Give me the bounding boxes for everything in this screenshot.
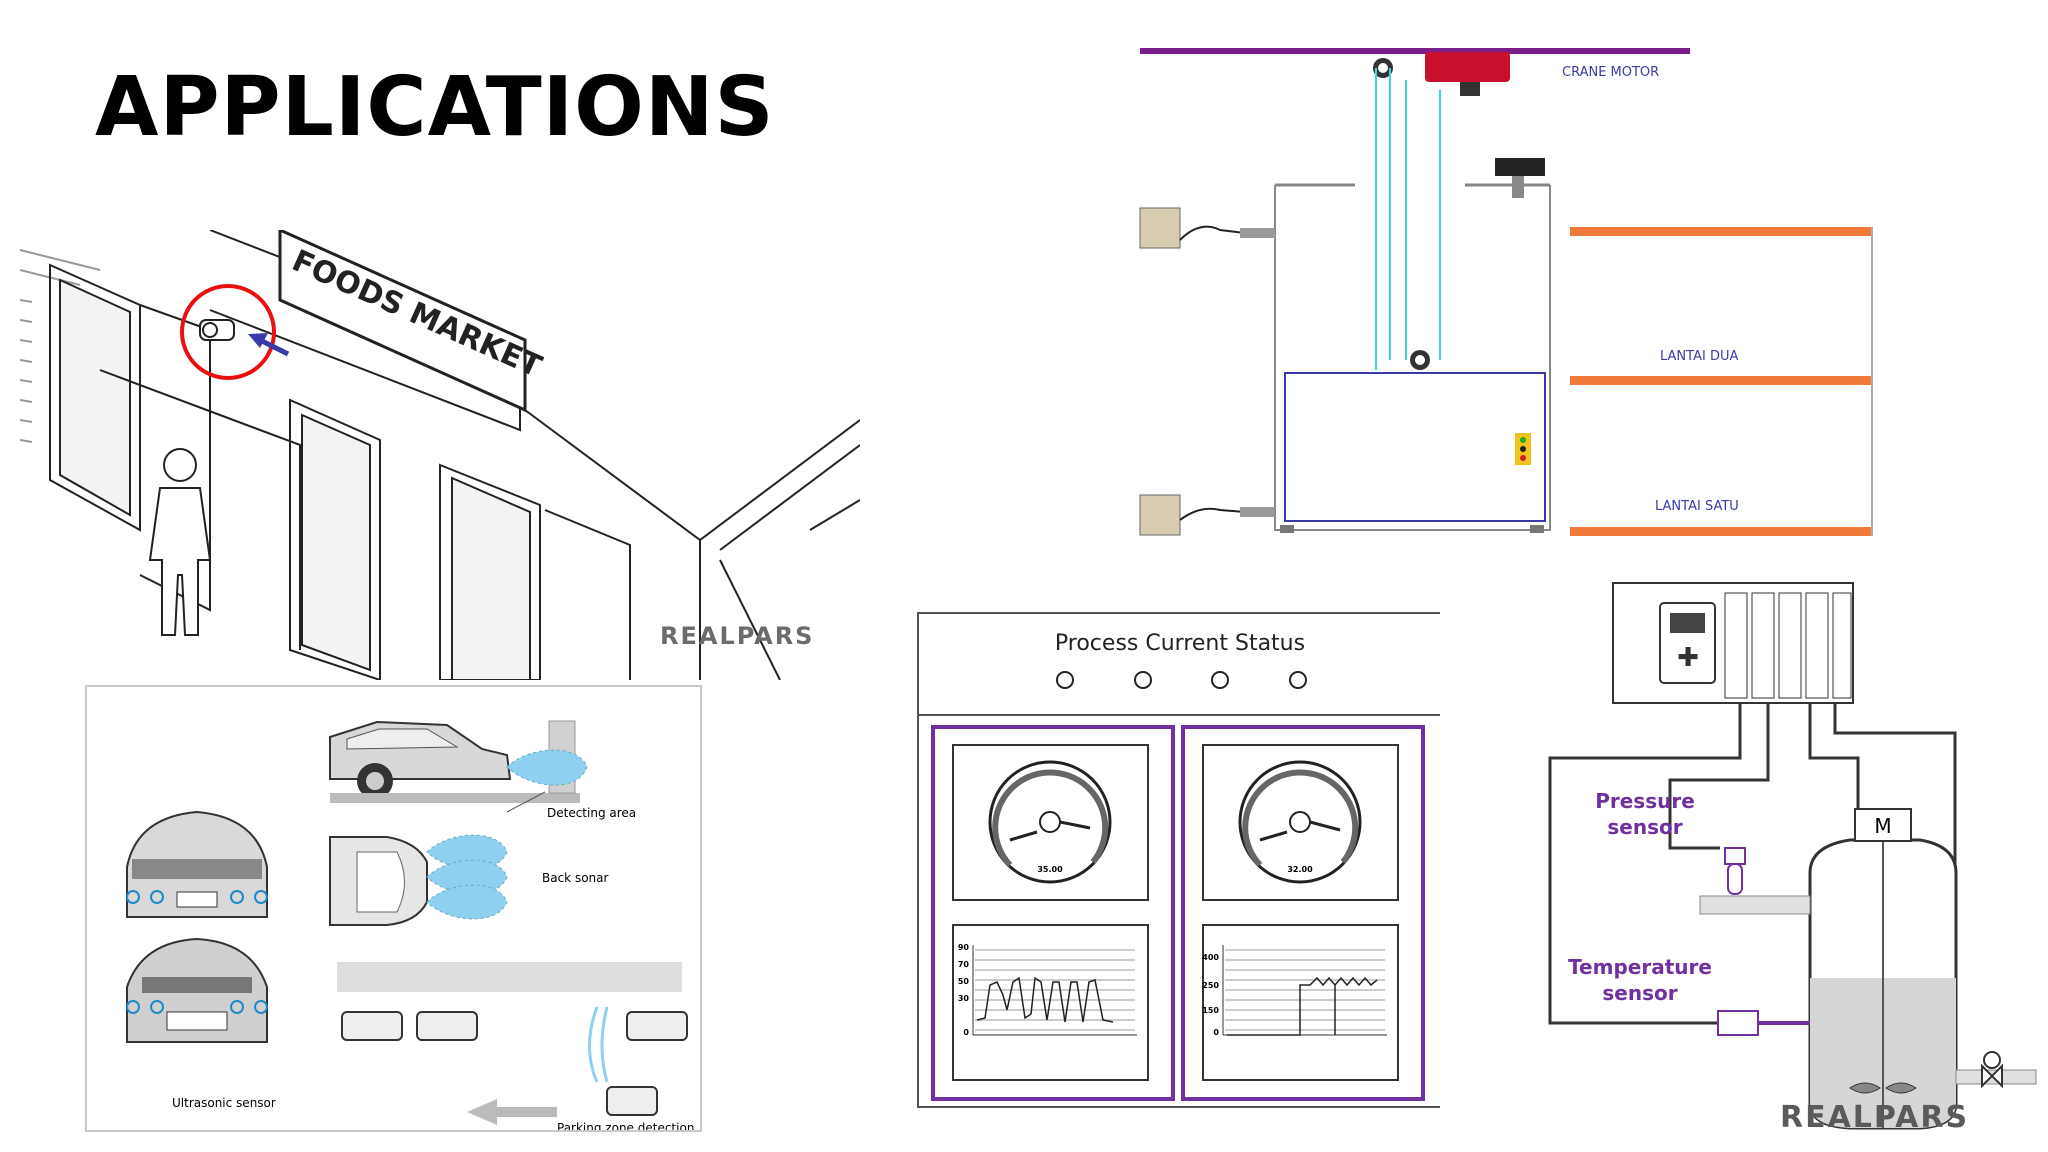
realpars-watermark: REALPARS	[1780, 1100, 1970, 1133]
plc-rack-icon: ✚	[1612, 582, 1854, 704]
status-light	[1056, 671, 1074, 689]
limit-switch-icon	[1139, 494, 1275, 536]
trend-tick: 50	[958, 977, 970, 986]
floor-two-label: LANTAI DUA	[1660, 349, 1738, 364]
hmi-screen: Process Current Status 35.00	[915, 610, 1440, 1110]
tank-vessel	[1808, 838, 1958, 1130]
temperature-sensor-label: Temperature	[1568, 955, 1712, 979]
trend-tick: 70	[958, 960, 970, 969]
pressure-gauge: 32.00	[1238, 760, 1362, 884]
trend-tick: 0	[1213, 1028, 1219, 1037]
trend-tick: 250	[1202, 981, 1219, 990]
pressure-sensor-label: sensor	[1607, 815, 1682, 839]
car-rear-icon	[126, 937, 268, 1043]
realpars-watermark: REALPARS	[660, 622, 815, 650]
floor-one-label: LANTAI SATU	[1655, 499, 1739, 514]
status-light	[1211, 671, 1229, 689]
crane-rail	[1140, 48, 1690, 54]
gauge-readout: 32.00	[1287, 865, 1313, 874]
page-title: APPLICATIONS	[95, 60, 775, 155]
tank-diagram: ✚ M Pressure sensor	[1520, 578, 2040, 1133]
motion-sensor-icon	[180, 284, 276, 380]
trend-tick: 30	[958, 994, 970, 1003]
crane-motor-icon	[1373, 52, 1510, 96]
traffic-light-icon	[1515, 433, 1531, 465]
temperature-sensor-icon	[1717, 1010, 1810, 1036]
pressure-sensor-icon	[1724, 847, 1746, 895]
status-indicators	[1056, 671, 1307, 689]
parking-zone-label: Parking zone detection	[557, 1121, 694, 1132]
detecting-area-label: Detecting area	[547, 806, 636, 820]
svg-text:✚: ✚	[1677, 643, 1699, 673]
crane-motor-label: CRANE MOTOR	[1562, 65, 1659, 80]
elevator-diagram: CRANE MOTOR	[1120, 40, 1880, 550]
temperature-sensor-label: sensor	[1602, 981, 1677, 1005]
motor-icon: M	[1854, 808, 1912, 842]
hmi-title: Process Current Status	[1055, 631, 1305, 656]
storefront-illustration: FOODS MARKET REALPARS	[20, 230, 860, 680]
trend-tick: 150	[1202, 1006, 1219, 1015]
pressure-sensor-label: Pressure	[1595, 789, 1695, 813]
gauge-readout: 35.00	[1037, 865, 1063, 874]
limit-switch-icon	[1139, 207, 1275, 249]
sedan-side-icon	[329, 720, 580, 803]
trend-tick: 0	[963, 1028, 969, 1037]
back-sonar-label: Back sonar	[542, 871, 609, 885]
car-front-icon	[126, 810, 268, 918]
trend-line	[976, 976, 1114, 1023]
pressure-gauge: 35.00	[988, 760, 1112, 884]
motor-label: M	[1874, 814, 1891, 838]
trend-tick: 400	[1202, 953, 1219, 962]
valve-icon	[1955, 1051, 2037, 1089]
status-light	[1134, 671, 1152, 689]
status-light	[1289, 671, 1307, 689]
ultrasonic-sensor-label: Ultrasonic sensor	[172, 1096, 276, 1110]
pointer-arrow-icon	[248, 333, 290, 357]
trend-tick: 90	[958, 943, 970, 952]
sedan-top-icon	[329, 836, 428, 926]
parking-sensor-illustration: Detecting area Back sonar Ultrasonic sen…	[85, 685, 702, 1132]
elevator-cab	[1284, 372, 1546, 522]
